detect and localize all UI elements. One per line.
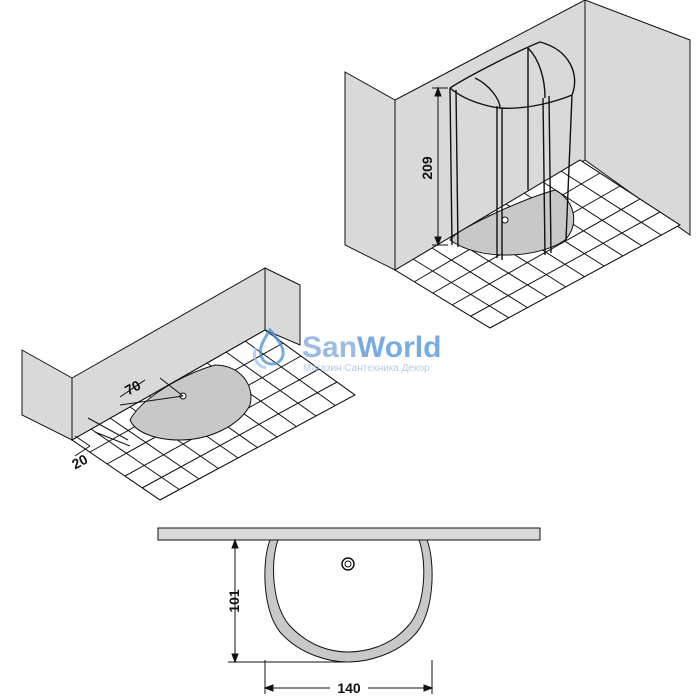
brand-tagline: Магазин Сантехника Декор [303, 363, 430, 374]
water-drop-logo-icon [252, 327, 285, 370]
plan-view: 101 140 [157, 527, 541, 696]
svg-text:SanWorld: SanWorld [302, 331, 441, 364]
width-label: 140 [337, 680, 361, 696]
brand-world: World [357, 331, 441, 364]
offset-dimensions [74, 377, 184, 457]
offset-70-label: 70 [122, 377, 143, 399]
isometric-installed-view: 209 [344, 0, 691, 329]
tray-outline [129, 364, 252, 441]
tray-plan-inner [273, 539, 425, 653]
width-dimension [263, 660, 434, 694]
offset-20-label: 20 [69, 451, 90, 473]
height-dimension [432, 86, 448, 247]
depth-dimension [228, 538, 345, 664]
enclosure-frame [449, 41, 576, 260]
brand-san: San [302, 331, 357, 364]
watermark: SanWorld Магазин Сантехника Декор [252, 327, 441, 374]
left-wall-2 [21, 349, 73, 441]
right-wall [584, 0, 691, 236]
left-wall [344, 71, 396, 271]
isometric-tray-view: 70 20 [21, 267, 356, 501]
wall-section [157, 527, 541, 541]
right-wall-2 [264, 267, 301, 346]
height-label: 209 [419, 156, 435, 180]
drain-icon [501, 216, 509, 224]
depth-label: 101 [226, 589, 242, 613]
drain-plan [341, 557, 355, 571]
